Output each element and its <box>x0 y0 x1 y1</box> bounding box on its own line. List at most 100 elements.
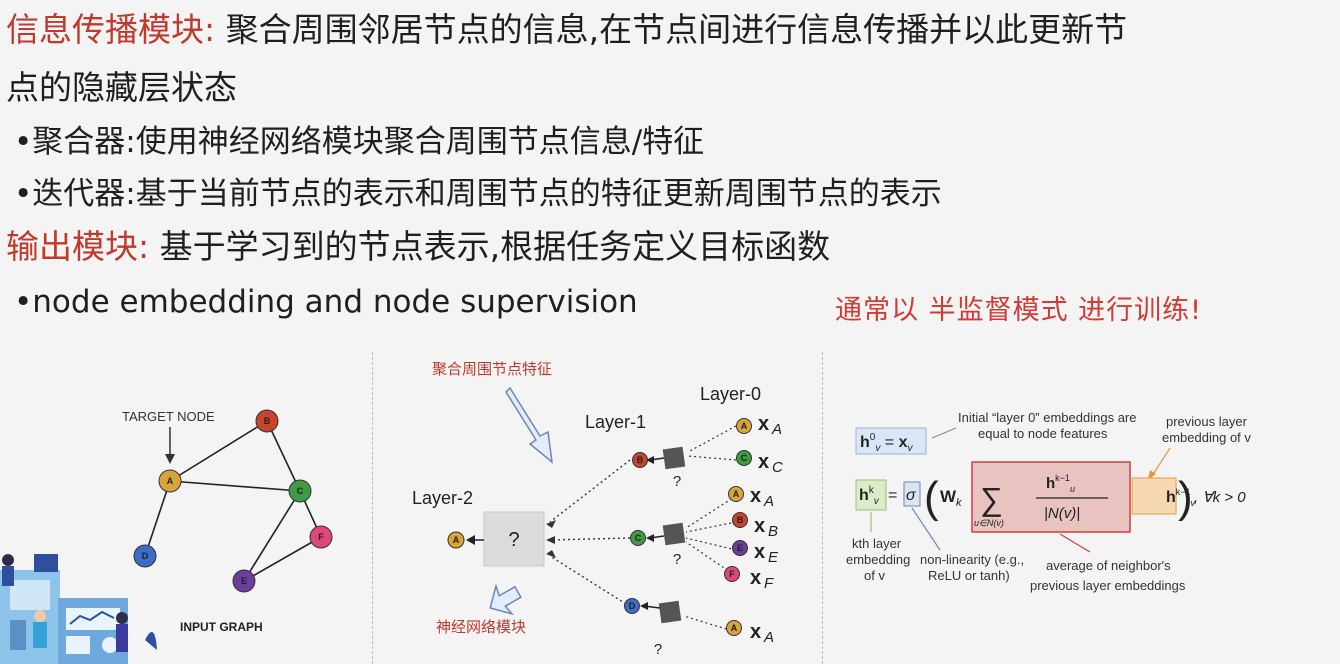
layer-1-node-b: B <box>632 452 648 468</box>
output-node-a: A <box>447 531 465 549</box>
semi-supervised-note: 通常以 半监督模式 进行训练! <box>835 295 1202 326</box>
layer-0-row-c: C x C <box>736 450 783 476</box>
svg-text:B: B <box>264 416 271 426</box>
office-illustration <box>0 554 157 664</box>
svg-text:A: A <box>741 421 748 431</box>
svg-text:D: D <box>629 601 636 611</box>
layer-2-nn-box <box>483 511 545 567</box>
layer-1-node-c: C <box>630 530 646 546</box>
layer-0-row-a3: A x A <box>726 620 774 646</box>
layer-1-label: Layer-1 <box>585 412 646 432</box>
layer-0-row-f: F x F <box>724 566 774 592</box>
svg-text:x: x <box>754 515 765 537</box>
layer-0-to-1-edges <box>683 425 737 633</box>
prev-layer-note-line2: embedding of v <box>1162 430 1251 445</box>
svg-text:A: A <box>733 489 740 499</box>
computation-graph-figure: 聚合周围节点特征 Layer-0 Layer-1 Layer-2 ? A ? B… <box>412 361 783 658</box>
neighbor-average-note-line1: average of neighbor's <box>1046 558 1171 573</box>
svg-text:A: A <box>453 535 460 545</box>
prev-embedding-box <box>1131 477 1177 515</box>
svg-text:x: x <box>758 451 769 473</box>
layer-1-to-2-edges <box>549 459 631 605</box>
svg-text:F: F <box>318 532 324 542</box>
svg-text:C: C <box>635 533 642 543</box>
iterator-bullet: •迭代器:基于当前节点的表示和周围节点的特征更新周围节点的表示 <box>14 176 942 212</box>
kth-note-line2: embedding <box>846 552 910 567</box>
svg-text:A: A <box>731 623 738 633</box>
info-propagation-heading: 信息传播模块: <box>6 10 216 49</box>
update-formula-figure: h0v = xv Initial “layer 0” embeddings ar… <box>846 410 1251 593</box>
svg-text:B: B <box>768 523 778 540</box>
output-module-description: 基于学习到的节点表示,根据任务定义目标函数 <box>149 227 831 266</box>
layer-0-row-b: B x B <box>732 512 778 540</box>
layer-0-label: Layer-0 <box>700 384 761 404</box>
target-node-label: TARGET NODE <box>122 409 215 424</box>
svg-text:C: C <box>297 486 304 496</box>
layer-1-question-b: ? <box>673 473 681 490</box>
svg-text:x: x <box>754 541 765 563</box>
graph-node-c: C <box>288 479 312 503</box>
target-arrow-head <box>165 454 175 464</box>
svg-text:x: x <box>750 567 761 589</box>
hk-box <box>855 479 887 511</box>
graph-edges <box>144 420 322 582</box>
w-symbol: Wk <box>940 487 962 509</box>
layer-2-question-mark: ? <box>508 529 519 551</box>
nonlinearity-note-line2: ReLU or tanh) <box>928 568 1010 583</box>
layer-0-row-e: E x E <box>732 540 779 566</box>
aggregate-features-note: 聚合周围节点特征 <box>432 361 552 378</box>
svg-text:B: B <box>737 515 744 525</box>
layer-1-node-d: D <box>624 598 640 614</box>
svg-text:C: C <box>772 459 783 476</box>
right-paren: ) <box>1178 473 1193 522</box>
prev-layer-note-line1: previous layer <box>1166 414 1248 429</box>
input-graph-figure: TARGET NODE A B C D E F INPUT GRAPH <box>122 409 333 634</box>
svg-text:C: C <box>741 453 748 463</box>
h0-equation: h0v = xv <box>860 432 913 454</box>
info-propagation-description: 聚合周围邻居节点的信息,在节点间进行信息传播并以此更新节 <box>215 10 1128 49</box>
nonlinearity-note-line1: non-linearity (e.g., <box>920 552 1024 567</box>
nn-module-note: 神经网络模块 <box>436 619 526 636</box>
sigma-symbol: σ <box>906 487 917 504</box>
forall-condition: , ∀k > 0 <box>1194 489 1246 506</box>
svg-text:B: B <box>637 455 644 465</box>
svg-text:F: F <box>729 569 735 579</box>
svg-text:A: A <box>763 493 774 510</box>
aggregator-bullet: •聚合器:使用神经网络模块聚合周围节点信息/特征 <box>14 124 705 160</box>
svg-text:E: E <box>737 543 743 553</box>
sigma-box <box>903 481 921 507</box>
layer-2-label: Layer-2 <box>412 488 473 508</box>
graph-node-a: A <box>158 469 182 493</box>
svg-text:A: A <box>771 421 782 438</box>
neighbor-average-note-line2: previous layer embeddings <box>1030 578 1186 593</box>
layer-1-question-d: ? <box>654 641 662 658</box>
node-embedding-bullet: •node embedding and node supervision <box>14 284 638 320</box>
layer-1-nn-box-d <box>658 600 682 624</box>
svg-text:x: x <box>750 485 761 507</box>
panel-divider-left <box>372 352 373 664</box>
layer-1-nn-box-b <box>662 446 686 470</box>
svg-text:E: E <box>241 576 247 586</box>
layer-1-question-c: ? <box>673 551 681 568</box>
svg-text:F: F <box>764 575 774 592</box>
layer-1-nn-box-c <box>662 522 686 546</box>
init-note-line2: equal to node features <box>978 426 1108 441</box>
info-propagation-line: 信息传播模块: 聚合周围邻居节点的信息,在节点间进行信息传播并以此更新节 <box>6 10 1127 50</box>
sum-subscript: u∈N(v) <box>974 518 1004 528</box>
svg-text:A: A <box>167 476 174 486</box>
svg-text:E: E <box>768 549 779 566</box>
svg-text:A: A <box>763 629 774 646</box>
equals-sign: = <box>888 487 897 504</box>
svg-text:x: x <box>758 413 769 435</box>
info-propagation-continued: 点的隐藏层状态 <box>6 68 237 107</box>
panel-divider-right <box>822 352 823 664</box>
output-module-heading: 输出模块: <box>6 227 150 266</box>
svg-text:D: D <box>142 551 149 561</box>
graph-node-b: B <box>255 409 279 433</box>
layer-0-row-a2: A x A <box>728 485 774 510</box>
kth-note-line1: kth layer <box>852 536 902 551</box>
graph-node-d: D <box>133 544 157 568</box>
svg-text:x: x <box>750 621 761 643</box>
layer-0-row-a1: A x A <box>736 413 782 438</box>
graph-node-f: F <box>309 525 333 549</box>
